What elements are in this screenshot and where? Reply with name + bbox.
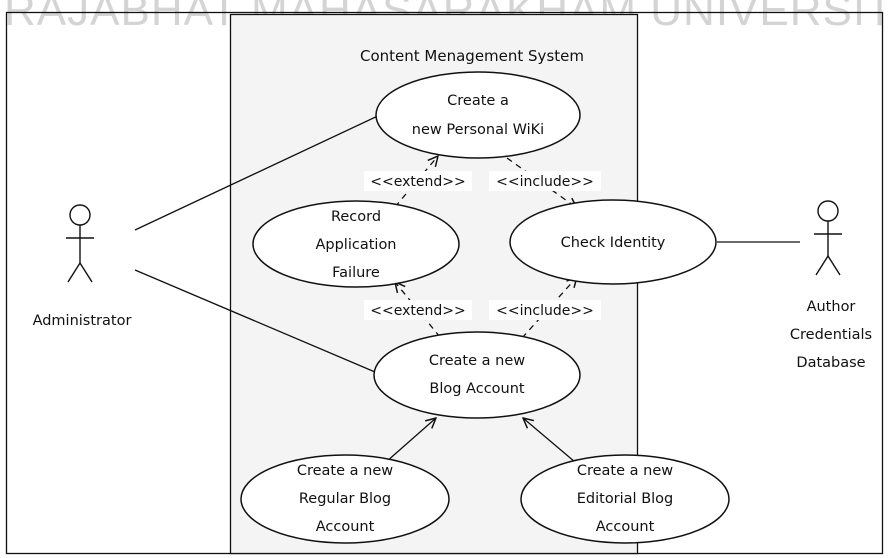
- use-case-label-line: Account: [316, 519, 375, 535]
- stick-figure-icon: [814, 200, 842, 276]
- extend-label-bottom-bg: [364, 300, 472, 320]
- use-case-label-line: Editorial Blog: [577, 491, 674, 507]
- use-case-label-line: Application: [315, 237, 396, 253]
- use-case-label-line: Account: [596, 519, 655, 535]
- actor-label-line: Administrator: [33, 313, 132, 329]
- extend-label-top: <<extend>>: [370, 174, 465, 190]
- arrow-regular-to-blog: [385, 418, 436, 463]
- use-case-label-line: Failure: [332, 265, 380, 281]
- association-admin-personal-wiki: [134, 113, 383, 231]
- include-label-top-bg: [489, 171, 601, 191]
- include-label-bottom: <<include>>: [496, 303, 594, 319]
- use-case-editorial-blog[interactable]: Create a new Editorial Blog Account: [520, 454, 730, 544]
- actor-label-line: Credentials: [790, 327, 872, 343]
- use-case-label-line: Create a new: [429, 353, 525, 369]
- extend-label-top-bg: [364, 171, 472, 191]
- include-label-top: <<include>>: [496, 174, 594, 190]
- actor-author-credentials-database[interactable]: Author Credentials Database: [790, 200, 872, 371]
- use-case-personal-wiki[interactable]: Create a new Personal WiKi: [375, 71, 581, 159]
- actor-label-line: Database: [796, 355, 865, 371]
- use-case-label-line: new Personal WiKi: [412, 122, 544, 138]
- include-arrow-top: [506, 157, 577, 208]
- association-admin-blog-account: [134, 269, 376, 373]
- extend-label-bottom: <<extend>>: [370, 303, 465, 319]
- use-case-label-line: Check Identity: [561, 235, 666, 251]
- use-case-record-failure[interactable]: Record Application Failure: [252, 200, 460, 288]
- stick-figure-icon: [66, 204, 94, 283]
- use-case-regular-blog[interactable]: Create a new Regular Blog Account: [240, 454, 450, 544]
- include-arrow-bottom: [521, 277, 577, 339]
- use-case-blog-account[interactable]: Create a new Blog Account: [373, 331, 581, 419]
- actor-administrator[interactable]: Administrator: [33, 204, 132, 329]
- use-case-label-line: Regular Blog: [299, 491, 391, 507]
- system-title: Content Menagement System: [360, 47, 584, 65]
- include-label-bottom-bg: [489, 300, 601, 320]
- use-case-check-identity[interactable]: Check Identity: [509, 199, 717, 285]
- arrow-editorial-to-blog: [523, 418, 576, 463]
- use-case-label-line: Create a new: [297, 463, 393, 479]
- use-case-label-line: Create a: [447, 93, 509, 109]
- use-case-label-line: Blog Account: [429, 381, 525, 397]
- use-case-label-line: Record: [331, 209, 381, 225]
- use-case-label-line: Create a new: [577, 463, 673, 479]
- actor-label-line: Author: [807, 299, 856, 315]
